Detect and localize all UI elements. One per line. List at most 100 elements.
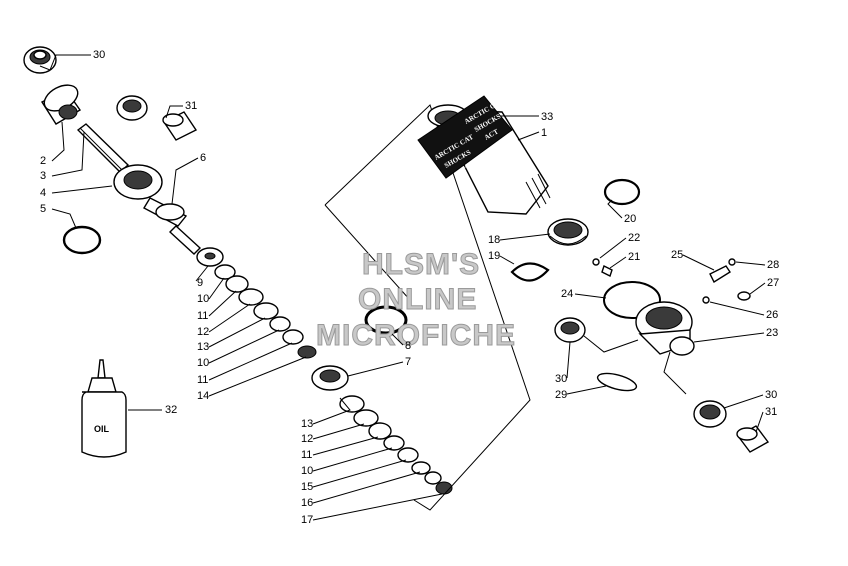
leader-line-29 (566, 385, 607, 395)
leader-line-22 (599, 237, 627, 259)
leader-line-15 (312, 459, 407, 488)
valve-core (592, 258, 613, 277)
callout-20: 20 (624, 213, 636, 225)
leader-line-31 (165, 105, 183, 119)
retaining-clip (510, 262, 550, 282)
leader-line-5 (51, 208, 77, 229)
callout-1: 1 (541, 127, 547, 139)
callout-21: 21 (628, 251, 640, 263)
callout-12: 12 (301, 433, 313, 445)
callout-10: 10 (301, 465, 313, 477)
shim-stack-lower (339, 395, 453, 495)
leader-line-27 (749, 282, 766, 295)
leader-line-30 (566, 341, 571, 379)
leader-line-30 (39, 54, 91, 71)
callout-19: 19 (488, 250, 500, 262)
leader-line-2 (51, 121, 65, 162)
leader-line-12 (312, 423, 365, 440)
callout-30: 30 (555, 373, 567, 385)
leader-line-8 (391, 333, 404, 346)
callout-15: 15 (301, 481, 313, 493)
sleeve-lower (736, 425, 770, 453)
o-ring-20 (603, 178, 641, 206)
callout-16: 16 (301, 497, 313, 509)
callout-24: 24 (561, 288, 573, 300)
seal-head (113, 164, 202, 255)
leader-line-30 (723, 394, 764, 409)
leader-line-23 (693, 332, 765, 343)
leader-line-16 (312, 471, 421, 504)
callout-32: 32 (165, 404, 177, 416)
leader-line-21 (609, 256, 627, 269)
callout-6: 6 (200, 152, 206, 164)
callout-28: 28 (767, 259, 779, 271)
callout-25: 25 (671, 249, 683, 261)
leader-line-26 (709, 301, 765, 316)
o-ring-5 (62, 225, 102, 255)
callout-17: 17 (301, 514, 313, 526)
callout-13: 13 (197, 341, 209, 353)
callout-27: 27 (767, 277, 779, 289)
oil-label: OIL (94, 424, 110, 434)
callout-13: 13 (301, 418, 313, 430)
callout-10: 10 (197, 357, 209, 369)
leader-line-10 (208, 277, 225, 300)
bushing-top-left (23, 46, 57, 74)
spring-adjuster (547, 218, 589, 246)
piston-band (364, 305, 408, 335)
leader-line-12 (208, 303, 251, 333)
leader-line-7 (347, 361, 404, 377)
oil-bottle: OIL (81, 359, 127, 458)
leader-line-1 (517, 131, 540, 141)
watermark-line-3: MICROFICHE (316, 319, 516, 352)
callout-30: 30 (765, 389, 777, 401)
callout-11: 11 (301, 449, 312, 461)
callout-4: 4 (40, 187, 46, 199)
leader-line-17 (312, 493, 443, 521)
callout-30: 30 (93, 49, 105, 61)
callout-18: 18 (488, 234, 500, 246)
callout-29: 29 (555, 389, 567, 401)
leader-line-18 (499, 233, 551, 241)
reservoir-cap (635, 301, 695, 356)
callout-14: 14 (197, 390, 209, 402)
piston (311, 365, 349, 391)
leader-line-3 (51, 131, 85, 177)
watermark-line-1: HLSM'S (362, 248, 480, 281)
callout-31: 31 (765, 406, 777, 418)
bushing-mid-right (554, 317, 586, 343)
leader-line-28 (735, 261, 766, 266)
leader-line-31 (755, 411, 764, 433)
group-outline (324, 104, 531, 511)
callout-2: 2 (40, 155, 46, 167)
callout-26: 26 (766, 309, 778, 321)
leader-line-20 (607, 199, 623, 219)
leader-lines (39, 54, 766, 521)
leader-line-13 (312, 397, 351, 425)
callout-11: 11 (197, 374, 208, 386)
washer-29 (596, 372, 638, 392)
leader-line-11 (208, 290, 237, 317)
leader-line-10 (208, 329, 280, 364)
callout-labels: 3031234659101112131011148732131211101516… (40, 49, 779, 526)
shaft-eye (40, 84, 82, 125)
callout-9: 9 (197, 277, 203, 289)
leader-line-24 (574, 293, 607, 299)
piston-rod (76, 123, 130, 173)
leader-line-9 (195, 265, 209, 282)
callout-5: 5 (40, 203, 46, 215)
callout-8: 8 (405, 340, 411, 352)
leader-line-13 (208, 317, 266, 348)
sleeve-upper (162, 111, 198, 141)
leader-line-25 (682, 254, 715, 271)
leader-line-10 (312, 447, 393, 472)
callout-7: 7 (405, 356, 411, 368)
shim-stack-upper (196, 247, 317, 359)
callout-10: 10 (197, 293, 209, 305)
callout-3: 3 (40, 170, 46, 182)
leader-line-4 (51, 185, 113, 194)
callout-11: 11 (197, 310, 208, 322)
leader-line-14 (208, 356, 307, 397)
bushing-upper-center (116, 95, 148, 121)
